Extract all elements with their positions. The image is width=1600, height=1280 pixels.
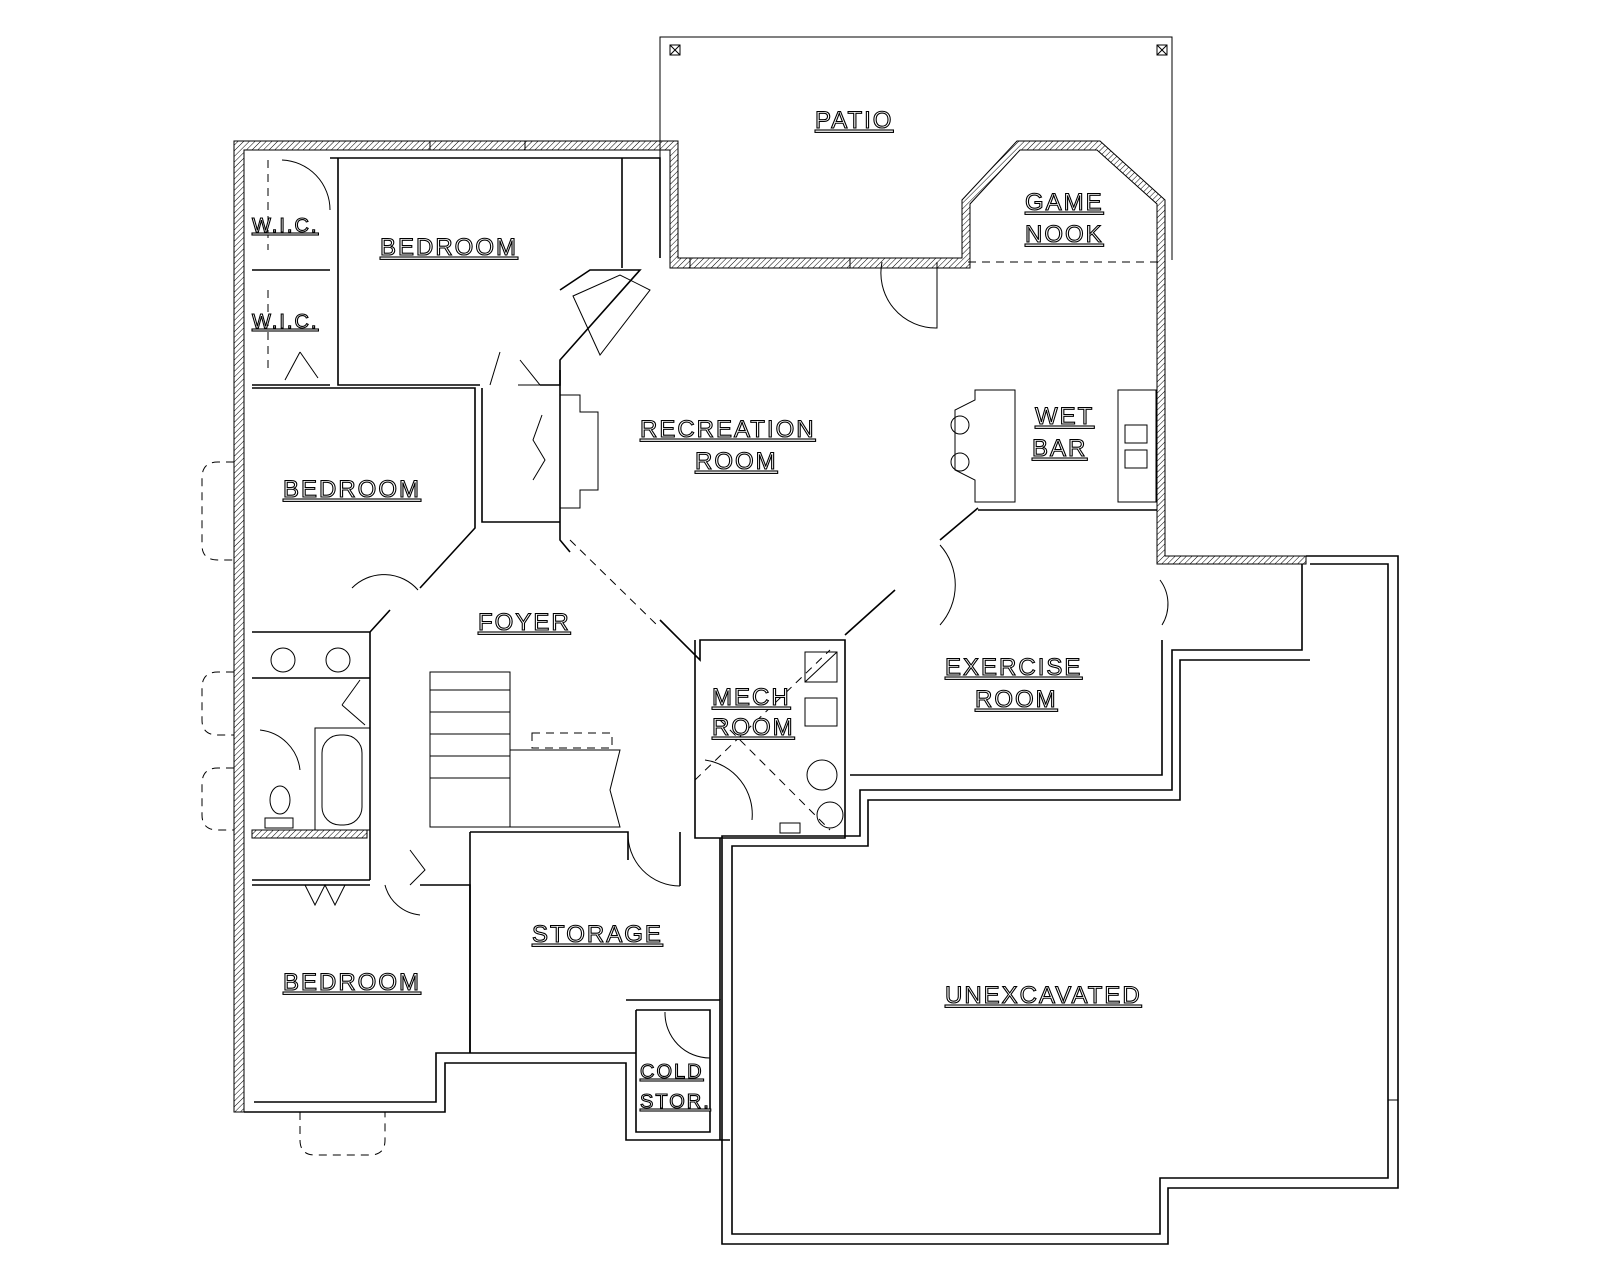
label-wic: W.I.C.	[252, 311, 318, 333]
label-bedroom-mid: BEDROOM	[283, 476, 421, 503]
label-exercise-room: EXERCISE	[945, 654, 1082, 681]
label-mech-room: MECH	[712, 684, 791, 711]
interior-walls	[251, 157, 1163, 1140]
windows	[201, 141, 851, 1156]
label-unexcavated: UNEXCAVATED	[945, 982, 1142, 1009]
label-game-nook: NOOK	[1025, 221, 1104, 248]
label-wet-bar: BAR	[1032, 435, 1087, 462]
label-cold-storage: STOR.	[640, 1091, 711, 1113]
label-recreation-room: ROOM	[695, 448, 778, 475]
label-bedroom-top: BEDROOM	[380, 234, 518, 261]
label-recreation-room: RECREATION	[640, 416, 816, 443]
doors	[259, 159, 1169, 916]
label-bedroom-bottom: BEDROOM	[283, 969, 421, 996]
label-storage: STORAGE	[532, 921, 663, 948]
label-game-nook: GAME	[1025, 189, 1104, 216]
label-exercise-room: ROOM	[975, 686, 1058, 713]
label-foyer: FOYER	[478, 609, 571, 636]
exterior-walls	[233, 140, 1307, 1141]
label-mech-room: ROOM	[712, 714, 795, 741]
room-labels: PATIO GAME NOOK BEDROOM W.I.C. W.I.C. BE…	[251, 106, 1142, 1113]
label-wic: W.I.C.	[252, 215, 318, 237]
label-cold-storage: COLD	[640, 1061, 704, 1083]
unexcavated-outline	[721, 555, 1399, 1245]
label-wet-bar: WET	[1035, 403, 1094, 430]
label-patio: PATIO	[815, 107, 893, 134]
